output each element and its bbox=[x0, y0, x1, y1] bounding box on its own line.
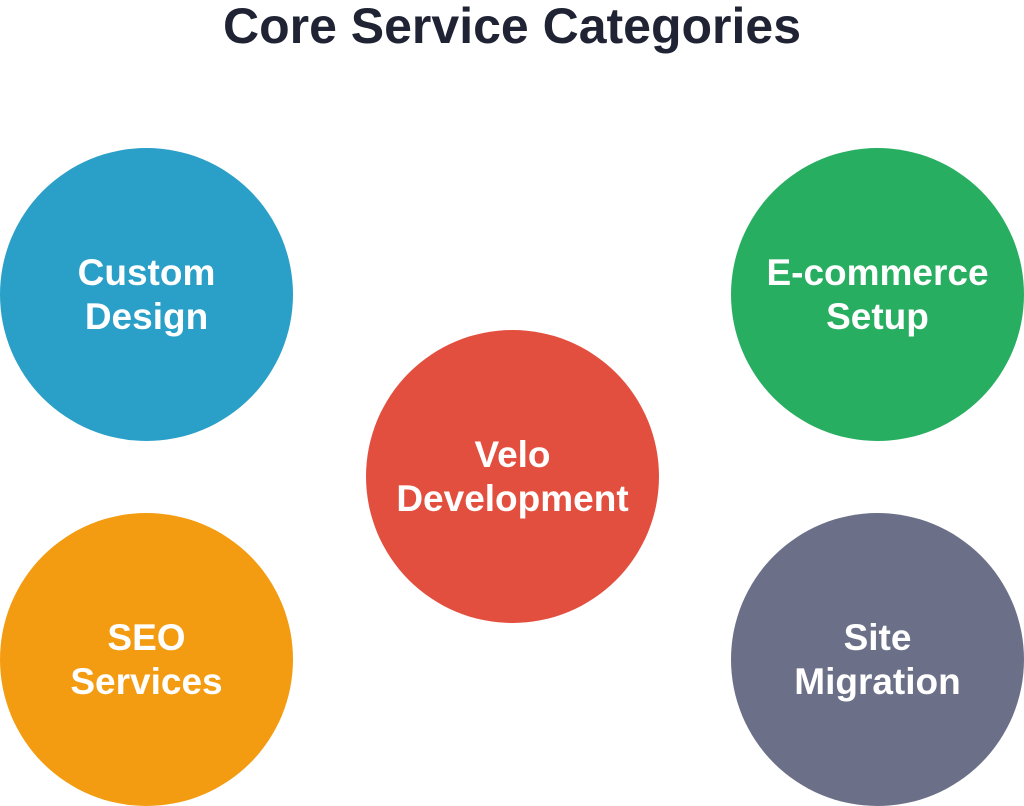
category-label-line1: SEO bbox=[107, 616, 186, 658]
category-label-line1: E-commerce bbox=[766, 251, 989, 293]
category-label-line1: Custom bbox=[77, 251, 216, 293]
category-label-line2: Development bbox=[396, 477, 629, 519]
category-ecommerce-setup: E-commerce Setup bbox=[731, 148, 1024, 441]
category-label-line1: Velo bbox=[474, 433, 551, 475]
category-label-line2: Design bbox=[84, 295, 209, 337]
category-velo-development: Velo Development bbox=[366, 330, 659, 623]
category-label-line2: Services bbox=[70, 660, 223, 702]
category-seo-services: SEO Services bbox=[0, 513, 293, 806]
diagram-title: Core Service Categories bbox=[222, 0, 802, 54]
category-site-migration: Site Migration bbox=[731, 513, 1024, 806]
category-custom-design: Custom Design bbox=[0, 148, 293, 441]
category-label-line2: Setup bbox=[826, 295, 929, 337]
category-label-line1: Site bbox=[843, 616, 912, 658]
category-label-line2: Migration bbox=[794, 660, 961, 702]
